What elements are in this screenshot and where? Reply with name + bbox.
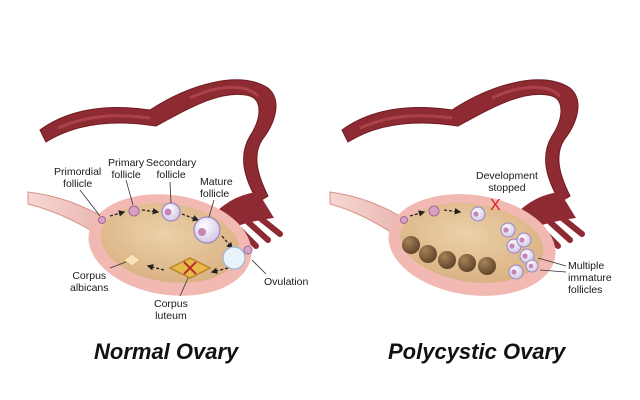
- pcos-leader-lines: [537, 257, 567, 273]
- immature-follicles: [470, 206, 539, 280]
- arrested-cycle-arrows: [409, 208, 462, 217]
- mature-follicle: [193, 216, 221, 244]
- fallopian-tube-pcos: [341, 79, 579, 203]
- follicle-cycle-arrows: [109, 208, 233, 274]
- polycystic-ovary-illustration: [329, 79, 585, 296]
- label-mature-follicle: Mature follicle: [200, 176, 233, 200]
- primary-follicle-pcos: [428, 205, 440, 217]
- normal-ovary-illustration: [27, 79, 283, 297]
- label-multiple-immature-follicles: Multiple immature follicles: [568, 260, 612, 296]
- label-corpus-albicans: Corpus albicans: [70, 270, 109, 294]
- corpus-luteum: [168, 257, 212, 279]
- cyst-row: [402, 236, 496, 275]
- normal-leader-lines: [79, 179, 267, 297]
- label-secondary-follicle: Secondary follicle: [146, 157, 197, 181]
- label-corpus-luteum: Corpus luteum: [154, 298, 188, 322]
- primordial-follicle-pcos: [400, 216, 408, 224]
- title-normal-ovary: Normal Ovary: [94, 339, 239, 364]
- title-polycystic-ovary: Polycystic Ovary: [388, 339, 566, 364]
- secondary-follicle: [161, 202, 181, 222]
- primordial-follicle: [98, 216, 106, 224]
- label-development-stopped: Development stopped: [476, 170, 538, 194]
- ovulating-follicle: [222, 245, 253, 270]
- label-primary-follicle: Primary follicle: [108, 157, 145, 181]
- primary-follicle: [128, 205, 140, 217]
- fallopian-tube: [39, 79, 277, 203]
- stop-mark-icon: X: [490, 197, 501, 214]
- label-ovulation: Ovulation: [264, 276, 309, 288]
- label-primordial-follicle: Primordial follicle: [54, 166, 102, 190]
- corpus-albicans: [123, 253, 141, 267]
